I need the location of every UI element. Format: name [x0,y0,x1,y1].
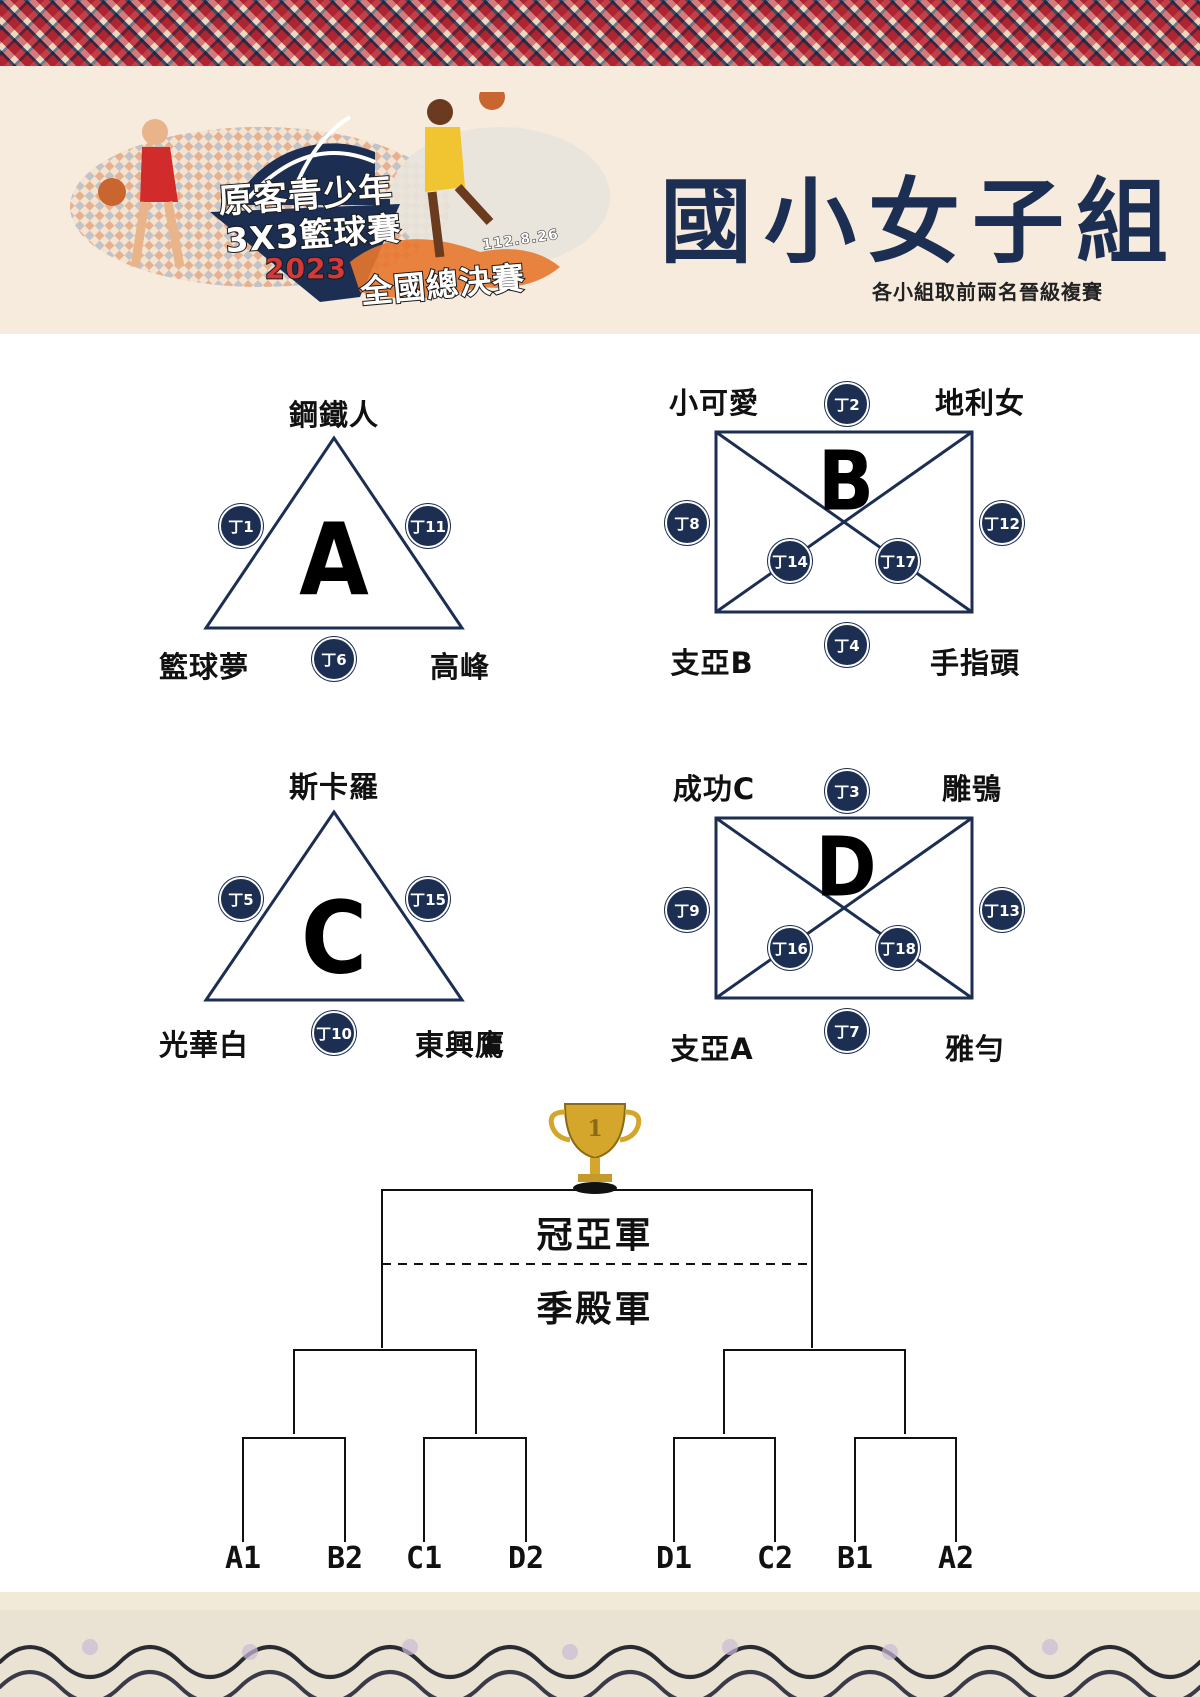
group-a-triangle [203,435,465,630]
logo-artwork [70,84,610,302]
floral-pattern [0,1610,1200,1697]
team-label: 高峰 [429,650,491,684]
group-d-letter: D [815,820,877,916]
game-badge: 丁3 [825,769,869,813]
left-semifinal-link [293,1349,477,1434]
quarter-c1-d2 [423,1437,527,1542]
game-badge: 丁1 [219,504,263,548]
game-badge: 丁11 [406,504,450,548]
seed-label: B2 [326,1541,364,1576]
game-badge: 丁12 [980,501,1024,545]
game-badge: 丁7 [825,1009,869,1053]
group-b-diagonal-2 [715,430,973,614]
final-label: 冠亞軍 [536,1215,654,1256]
team-label: 成功C [672,772,756,806]
group-a-letter: A [299,501,369,619]
page-title: 國小女子組 [660,169,1181,276]
team-label: 籃球夢 [158,650,250,684]
game-badge: 丁13 [980,888,1024,932]
advancement-rule: 各小組取前兩名晉級複賽 [872,280,1103,304]
game-badge: 丁17 [876,539,920,583]
game-badge: 丁18 [876,926,920,970]
game-badge: 丁8 [665,501,709,545]
team-label: 手指頭 [929,646,1021,680]
game-badge: 丁9 [665,888,709,932]
seed-label: B1 [836,1541,874,1576]
group-d-diagonal-2 [715,816,973,1000]
group-c-letter: C [300,879,368,997]
game-badge: 丁16 [768,926,812,970]
game-badge: 丁5 [219,877,263,921]
group-b-rectangle [714,430,974,614]
team-label: 斯卡羅 [288,770,380,804]
third-place-label: 季殿軍 [536,1289,654,1330]
team-label: 地利女 [934,386,1026,420]
quarter-b1-a2 [854,1437,957,1542]
quarter-d1-c2 [673,1437,776,1542]
seed-label: D1 [655,1541,693,1576]
team-label: 光華白 [158,1028,250,1062]
team-label: 雕鴞 [941,772,1003,806]
seed-label: C2 [756,1541,794,1576]
quarter-a1-b2 [242,1437,346,1542]
game-badge: 丁15 [406,877,450,921]
seed-label: A2 [937,1541,975,1576]
game-badge: 丁2 [825,382,869,426]
event-logo: 原客青少年 3X3籃球賽 2023 全國總決賽 112.8.26 [60,84,620,322]
game-badge: 丁10 [312,1011,356,1055]
team-label: 小可愛 [668,386,760,420]
top-decorative-border [0,0,1200,66]
tournament-bracket [242,1189,957,1542]
seed-label: A1 [224,1541,262,1576]
group-b-letter: B [817,434,875,530]
team-label: 支亞A [670,1032,754,1066]
seed-label: C1 [405,1541,443,1576]
game-badge: 丁4 [825,623,869,667]
group-c-triangle [203,809,465,1002]
svg-text:1: 1 [587,1116,602,1142]
team-label: 支亞B [670,646,754,680]
group-d-rectangle [714,816,974,1000]
seed-label: D2 [507,1541,545,1576]
team-label: 東興鷹 [414,1028,506,1062]
right-semifinal-link [723,1349,906,1434]
game-badge: 丁6 [312,637,356,681]
team-label: 雅勻 [944,1032,1006,1066]
trophy-icon: 1 [548,1103,642,1194]
team-label: 鋼鐵人 [288,398,380,432]
bottom-decorative-border [0,1592,1200,1697]
game-badge: 丁14 [768,539,812,583]
logo-year: 2023 [264,251,347,286]
